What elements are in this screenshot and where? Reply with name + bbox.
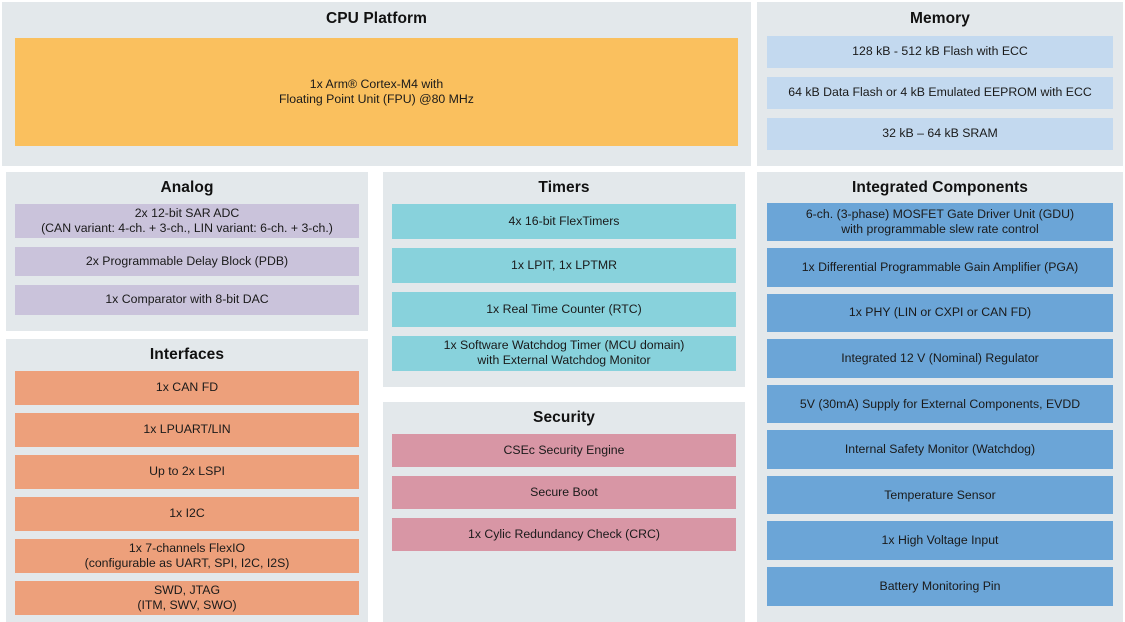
block-memory-sram: 32 kB – 64 kB SRAM	[767, 117, 1113, 150]
panel-title-timers: Timers	[538, 179, 590, 196]
block-analog-sar-adc: 2x 12-bit SAR ADC (CAN variant: 4-ch. + …	[15, 203, 359, 238]
block-interface-can-fd: 1x CAN FD	[15, 370, 359, 405]
block-analog-pdb: 2x Programmable Delay Block (PDB)	[15, 246, 359, 276]
block-interface-lspi: Up to 2x LSPI	[15, 454, 359, 489]
block-integrated-high-voltage-input: 1x High Voltage Input	[767, 521, 1113, 560]
block-integrated-gdu: 6-ch. (3-phase) MOSFET Gate Driver Unit …	[767, 202, 1113, 242]
block-timer-software-watchdog: 1x Software Watchdog Timer (MCU domain) …	[392, 335, 736, 371]
panel-security: Security CSEc Security Engine Secure Boo…	[383, 402, 745, 622]
panel-title-interfaces: Interfaces	[149, 346, 225, 363]
panel-analog: Analog 2x 12-bit SAR ADC (CAN variant: 4…	[6, 172, 368, 331]
block-timer-lpit-lptmr: 1x LPIT, 1x LPTMR	[392, 247, 736, 283]
panel-title-cpu-platform: CPU Platform	[325, 10, 428, 27]
block-list-timers: 4x 16-bit FlexTimers 1x LPIT, 1x LPTMR 1…	[383, 196, 745, 380]
block-security-secure-boot: Secure Boot	[392, 475, 736, 510]
block-integrated-phy: 1x PHY (LIN or CXPI or CAN FD)	[767, 293, 1113, 333]
block-interface-i2c: 1x I2C	[15, 496, 359, 531]
block-list-integrated-components: 6-ch. (3-phase) MOSFET Gate Driver Unit …	[757, 196, 1123, 614]
block-timer-rtc: 1x Real Time Counter (RTC)	[392, 291, 736, 327]
panel-title-memory: Memory	[909, 10, 971, 27]
block-integrated-battery-monitoring-pin: Battery Monitoring Pin	[767, 567, 1113, 606]
panel-interfaces: Interfaces 1x CAN FD 1x LPUART/LIN Up to…	[6, 339, 368, 622]
block-analog-comparator-dac: 1x Comparator with 8-bit DAC	[15, 285, 359, 315]
block-integrated-regulator: Integrated 12 V (Nominal) Regulator	[767, 339, 1113, 378]
block-timer-flextimers: 4x 16-bit FlexTimers	[392, 203, 736, 239]
panel-cpu-platform: CPU Platform 1x Arm® Cortex-M4 with Floa…	[2, 2, 751, 166]
block-interface-flexio: 1x 7-channels FlexIO (configurable as UA…	[15, 538, 359, 573]
panel-integrated-components: Integrated Components 6-ch. (3-phase) MO…	[757, 172, 1123, 622]
block-list-memory: 128 kB - 512 kB Flash with ECC 64 kB Dat…	[757, 27, 1123, 160]
panel-title-security: Security	[533, 409, 595, 426]
panel-timers: Timers 4x 16-bit FlexTimers 1x LPIT, 1x …	[383, 172, 745, 387]
block-security-crc: 1x Cylic Redundancy Check (CRC)	[392, 518, 736, 552]
block-security-csec-engine: CSEc Security Engine	[392, 433, 736, 467]
panel-title-analog: Analog	[160, 179, 214, 196]
block-integrated-temperature-sensor: Temperature Sensor	[767, 475, 1113, 515]
block-interface-swd-jtag: SWD, JTAG (ITM, SWV, SWO)	[15, 580, 359, 615]
block-memory-flash: 128 kB - 512 kB Flash with ECC	[767, 35, 1113, 68]
block-list-cpu-platform: 1x Arm® Cortex-M4 with Floating Point Un…	[2, 27, 751, 158]
block-integrated-pga: 1x Differential Programmable Gain Amplif…	[767, 248, 1113, 287]
block-list-security: CSEc Security Engine Secure Boot 1x Cyli…	[383, 426, 745, 561]
block-integrated-safety-monitor: Internal Safety Monitor (Watchdog)	[767, 430, 1113, 469]
block-list-analog: 2x 12-bit SAR ADC (CAN variant: 4-ch. + …	[6, 196, 368, 324]
block-list-interfaces: 1x CAN FD 1x LPUART/LIN Up to 2x LSPI 1x…	[6, 363, 368, 615]
block-memory-data-flash-eeprom: 64 kB Data Flash or 4 kB Emulated EEPROM…	[767, 76, 1113, 109]
panel-memory: Memory 128 kB - 512 kB Flash with ECC 64…	[757, 2, 1123, 166]
panel-title-integrated-components: Integrated Components	[851, 179, 1029, 196]
block-interface-lpuart-lin: 1x LPUART/LIN	[15, 412, 359, 447]
block-cpu-core: 1x Arm® Cortex-M4 with Floating Point Un…	[15, 37, 738, 146]
block-integrated-evdd-supply: 5V (30mA) Supply for External Components…	[767, 384, 1113, 424]
